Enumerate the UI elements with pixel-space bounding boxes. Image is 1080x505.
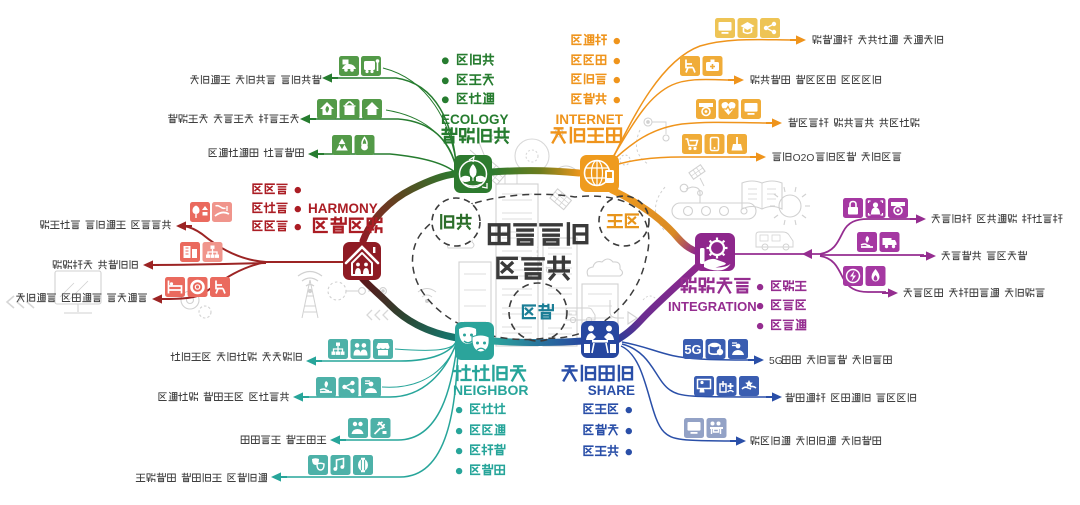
svg-text:INTEGRATION: INTEGRATION (668, 299, 757, 314)
svg-text:5G: 5G (684, 342, 701, 357)
svg-text:SHARE: SHARE (588, 383, 635, 398)
svg-text:INTERNET: INTERNET (556, 112, 624, 127)
svg-text:ECOLOGY: ECOLOGY (441, 112, 509, 127)
svg-text:O2O: O2O (793, 153, 815, 164)
svg-text:HARMONY: HARMONY (308, 201, 378, 216)
svg-text:NEIGHBOR: NEIGHBOR (453, 382, 528, 398)
svg-text:5G: 5G (769, 356, 783, 367)
